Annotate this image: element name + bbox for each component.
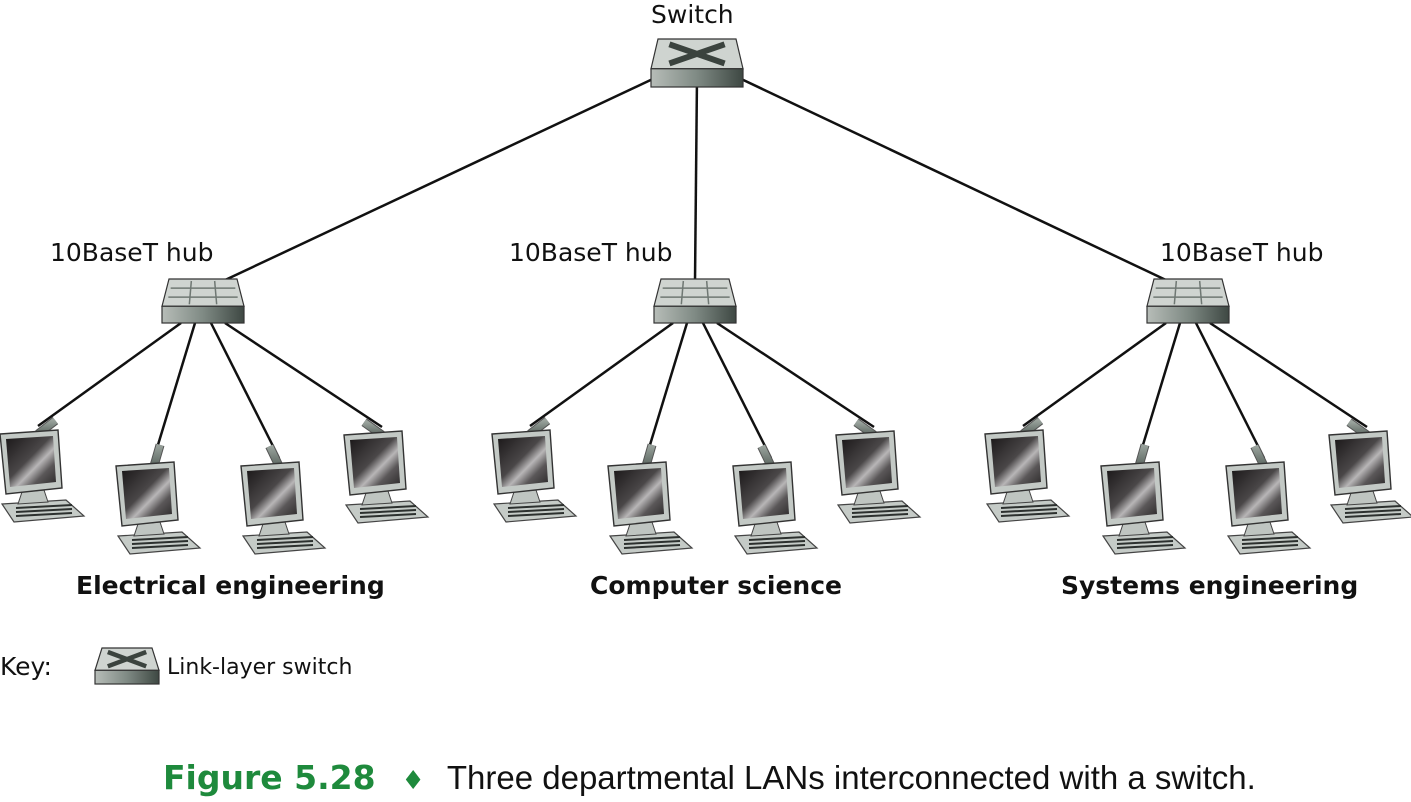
- computer-icon: [1100, 461, 1187, 555]
- hub-computer-link: [1137, 322, 1182, 459]
- x-cross-icon: [668, 41, 726, 67]
- switch-label: Switch: [651, 0, 734, 29]
- hub-label-ee: 10BaseT hub: [50, 238, 214, 267]
- computer-icon: [984, 429, 1071, 523]
- hub-computer-link: [209, 322, 281, 459]
- computer-icon: [115, 461, 202, 555]
- computer-icon: [343, 430, 430, 524]
- devices: [0, 38, 1411, 685]
- figure-number: Figure 5.28: [163, 758, 376, 797]
- diamond-icon: ♦: [401, 766, 425, 796]
- hub-computer-link: [1194, 322, 1266, 459]
- computer-icon: [1225, 461, 1312, 555]
- computer-icon: [491, 429, 578, 523]
- hub-icon: [653, 278, 737, 324]
- hub-computer-link: [701, 322, 773, 459]
- computer-icon: [240, 461, 327, 555]
- key-switch-icon: [94, 647, 160, 685]
- department-cs: Computer science: [590, 571, 843, 600]
- department-ee: Electrical engineering: [76, 571, 385, 600]
- hub-label-cs: 10BaseT hub: [509, 238, 673, 267]
- links: [35, 75, 1370, 468]
- computer-icon: [0, 429, 86, 523]
- hub-computer-link: [716, 321, 875, 429]
- key-label: Key:: [0, 652, 52, 681]
- hub-computer-link: [644, 322, 689, 459]
- switch-hub-link: [222, 75, 658, 283]
- hub-icon: [1146, 278, 1230, 324]
- switch-hub-link: [736, 75, 1169, 283]
- computer-icon: [835, 430, 922, 524]
- figure-caption: Figure 5.28 ♦ Three departmental LANs inte…: [163, 758, 1256, 797]
- computer-icon: [607, 461, 694, 555]
- hub-computer-link: [529, 321, 674, 428]
- hub-computer-link: [224, 321, 383, 429]
- department-se: Systems engineering: [1061, 571, 1359, 600]
- switch-icon: [650, 38, 744, 88]
- switch-hub-link: [693, 76, 699, 282]
- x-cross-icon: [107, 649, 147, 669]
- hub-computer-link: [37, 321, 182, 428]
- hub-computer-link: [1209, 321, 1368, 429]
- computer-icon: [1328, 430, 1411, 524]
- caption-text: Three departmental LANs interconnected w…: [446, 759, 1256, 796]
- hub-icon: [161, 278, 245, 324]
- hub-computer-link: [1022, 321, 1167, 428]
- hub-label-se: 10BaseT hub: [1160, 238, 1324, 267]
- hub-computer-link: [152, 322, 197, 459]
- computer-icon: [732, 461, 819, 555]
- key-item-label: Link-layer switch: [167, 655, 353, 680]
